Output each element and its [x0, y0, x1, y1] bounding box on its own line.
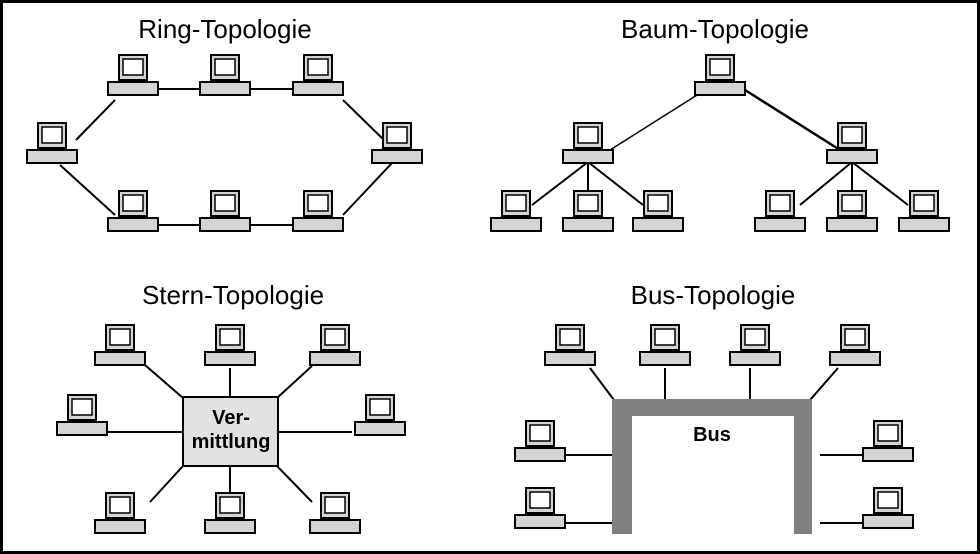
computer-icon: [292, 54, 344, 96]
computer-icon: [309, 492, 361, 534]
computer-icon: [632, 190, 684, 232]
computer-icon: [107, 54, 159, 96]
computer-icon: [309, 324, 361, 366]
ring-links: [59, 88, 393, 226]
computer-icon: [354, 394, 406, 436]
computer-icon: [639, 324, 691, 366]
computer-icon: [862, 420, 914, 462]
computer-icon: [694, 54, 746, 96]
computer-icon: [94, 492, 146, 534]
computer-icon: [562, 122, 614, 164]
computer-icon: [199, 190, 251, 232]
computer-icon: [826, 122, 878, 164]
star-links: [108, 364, 352, 503]
computer-icon: [371, 122, 423, 164]
computer-icon: [107, 190, 159, 232]
bus-topology: Bus Bus-Topologie: [566, 280, 862, 534]
computer-icon: [544, 324, 596, 366]
bus-links: [566, 367, 862, 524]
computer-icon: [199, 54, 251, 96]
computer-icon: [826, 190, 878, 232]
computer-icon: [292, 190, 344, 232]
computer-icon: [514, 420, 566, 462]
switching-hub: Ver- mittlung: [182, 396, 279, 467]
computer-icon: [729, 324, 781, 366]
computer-icon: [898, 190, 950, 232]
computer-icon: [94, 324, 146, 366]
computer-icon: [514, 487, 566, 529]
tree-topology: Baum-Topologie: [531, 14, 909, 206]
computer-icon: [562, 190, 614, 232]
computer-icon: [26, 122, 78, 164]
computers: [26, 54, 950, 534]
star-title: Stern-Topologie: [142, 280, 324, 310]
ring-topology: Ring-Topologie: [59, 14, 393, 226]
computer-icon: [56, 394, 108, 436]
bus-label: Bus: [693, 424, 731, 446]
computer-icon: [204, 492, 256, 534]
hub-label-line2: mittlung: [192, 431, 271, 453]
bus-title: Bus-Topologie: [631, 280, 796, 310]
star-topology: Ver- mittlung Stern-Topologie: [108, 280, 352, 503]
tree-links: [531, 88, 909, 206]
computer-icon: [829, 324, 881, 366]
computer-icon: [490, 190, 542, 232]
hub-label-line1: Ver-: [212, 407, 250, 429]
computer-icon: [754, 190, 806, 232]
tree-title: Baum-Topologie: [621, 14, 809, 44]
computer-icon: [862, 487, 914, 529]
bus-bar: [612, 399, 812, 534]
computer-icon: [204, 324, 256, 366]
ring-title: Ring-Topologie: [138, 14, 311, 44]
